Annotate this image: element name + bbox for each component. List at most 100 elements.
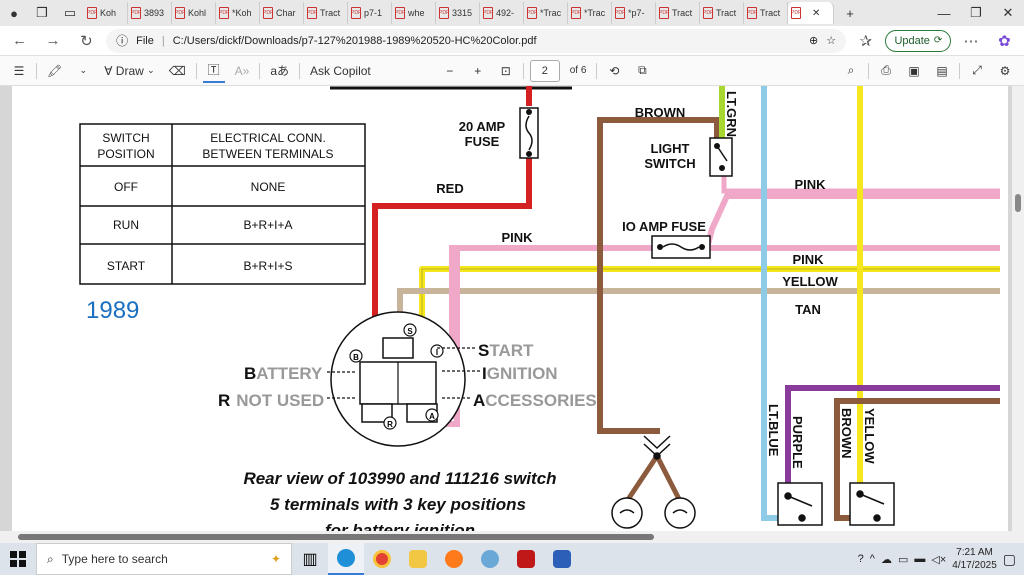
text-box-icon[interactable]: 🅃 [202, 59, 225, 83]
terminal-r: R [387, 420, 393, 429]
task-view-icon[interactable]: ▥ [302, 551, 318, 568]
horizontal-scroll-thumb[interactable] [18, 534, 654, 540]
copilot-icon[interactable]: ✿ [998, 32, 1011, 50]
clock[interactable]: 7:21 AM 4/17/2025 [952, 546, 997, 572]
help-icon[interactable]: ? [857, 553, 864, 565]
vertical-scroll-thumb[interactable] [1015, 194, 1021, 212]
start-button[interactable] [0, 543, 36, 575]
display-icon[interactable]: ▭ [897, 553, 909, 566]
vertical-scrollbar[interactable] [1012, 86, 1024, 531]
close-tab-icon[interactable]: ✕ [812, 7, 821, 19]
translate-button[interactable]: aあ [270, 64, 290, 78]
address-bar[interactable]: ⓘ File | C:/Users/dickf/Downloads/p7-127… [106, 28, 847, 53]
folder-icon [409, 550, 427, 568]
favorites-icon[interactable]: ✰ [859, 32, 873, 50]
horizontal-scrollbar[interactable] [0, 531, 1024, 543]
back-icon[interactable]: ← [12, 32, 28, 49]
taskbar-app-paint[interactable] [472, 543, 508, 575]
tab-label: *Koh [232, 8, 252, 18]
clock-date: 4/17/2025 [952, 560, 997, 571]
notifications-icon[interactable]: ▢ [1002, 550, 1016, 567]
page-number-input[interactable]: 2 [529, 59, 560, 82]
eraser-icon[interactable]: ⌫ [168, 63, 186, 78]
system-tray: ? ^ ☁ ▭ ▬ ◁× 7:21 AM 4/17/2025 ▢ [858, 543, 1024, 575]
forward-icon[interactable]: → [45, 32, 61, 49]
paint-icon [481, 550, 499, 568]
wire-label-pink: PINK [792, 252, 824, 267]
ask-copilot-button[interactable]: Ask Copilot [310, 63, 371, 78]
save-as-icon[interactable]: ▤ [936, 63, 948, 78]
tab-actions-icon[interactable]: ▭ [63, 5, 77, 20]
taskbar-app-mcafee[interactable] [508, 543, 544, 575]
cloud-icon[interactable]: ☁ [880, 553, 892, 566]
url-scheme: File [136, 34, 154, 47]
taskbar-app-word[interactable] [544, 543, 580, 575]
volume-icon[interactable]: ◁× [931, 553, 947, 566]
update-button[interactable]: Update ⟳ [885, 29, 952, 52]
page-view-icon[interactable]: ⧉ [638, 63, 647, 77]
browser-tab[interactable]: PDF*Trac [524, 2, 568, 24]
read-aloud-icon[interactable]: A» [234, 63, 250, 78]
taskbar-app-firefox[interactable] [436, 543, 472, 575]
restore-icon[interactable]: ❐ [970, 5, 982, 20]
tab-label: Tract [760, 8, 781, 18]
save-icon[interactable]: ▣ [908, 63, 920, 78]
chevron-down-icon[interactable]: ⌄ [79, 65, 87, 75]
fit-page-icon[interactable]: ⊡ [500, 63, 511, 78]
clock-time: 7:21 AM [956, 547, 993, 558]
print-icon[interactable]: ⎙ [881, 63, 891, 77]
browser-tab[interactable]: PDF*Trac [568, 2, 612, 24]
firefox-icon [445, 550, 463, 568]
close-window-icon[interactable]: ✕ [1002, 5, 1014, 20]
draw-button[interactable]: ∀ Draw ⌄ [104, 63, 155, 78]
wire-label-brown: BROWN [635, 105, 686, 120]
fullscreen-icon[interactable]: ⤢ [972, 63, 982, 77]
zoom-out-icon[interactable]: − [446, 63, 454, 78]
browser-tab[interactable]: PDF*p7- [612, 2, 656, 24]
battery-icon[interactable]: ▬ [914, 553, 926, 565]
favorite-star-icon[interactable]: ☆ [826, 35, 837, 47]
zoom-in-icon[interactable]: + [474, 63, 482, 78]
wire-label-yellow: YELLOW [782, 274, 838, 289]
address-bar-row: ← → ↻ ⓘ File | C:/Users/dickf/Downloads/… [0, 26, 1024, 56]
taskbar-app-chrome[interactable] [364, 543, 400, 575]
chevron-up-icon[interactable]: ^ [869, 553, 875, 565]
brown-wire [597, 117, 720, 434]
more-menu-icon[interactable]: ⋯ [963, 32, 979, 50]
pdf-file-icon: PDF [395, 7, 405, 19]
refresh-icon[interactable]: ↻ [80, 32, 93, 50]
taskbar-app-edge[interactable] [328, 543, 364, 575]
browser-tab-active[interactable]: PDF✕ [788, 2, 834, 24]
light-switch-label-1: LIGHT [651, 141, 690, 156]
minimize-icon[interactable]: — [937, 5, 951, 21]
rotate-icon[interactable]: ⟲ [609, 63, 620, 78]
terminal-s: S [407, 327, 413, 336]
tab-label: *Trac [584, 8, 606, 18]
zoom-icon[interactable]: ⊕ [808, 35, 819, 47]
new-tab-button[interactable]: + [846, 5, 854, 21]
browser-tab[interactable]: PDF*Koh [216, 2, 260, 24]
taskbar-app-explorer[interactable] [400, 543, 436, 575]
taskbar-search[interactable]: ⌕ Type here to search ✦ [36, 543, 292, 575]
settings-gear-icon[interactable]: ⚙ [999, 63, 1011, 78]
workspaces-icon[interactable]: ❒ [36, 5, 48, 20]
pdf-viewer[interactable]: SWITCH POSITION ELECTRICAL CONN. BETWEEN… [0, 86, 1024, 543]
highlight-icon[interactable]: 🖍 [47, 63, 63, 78]
fuse-10-label: IO AMP FUSE [622, 219, 706, 234]
contents-icon[interactable]: ☰ [13, 63, 25, 78]
search-icon[interactable]: ⌕ [847, 63, 855, 77]
table-head-conn-2: BETWEEN TERMINALS [202, 147, 333, 161]
profile-icon[interactable]: ● [10, 5, 18, 21]
